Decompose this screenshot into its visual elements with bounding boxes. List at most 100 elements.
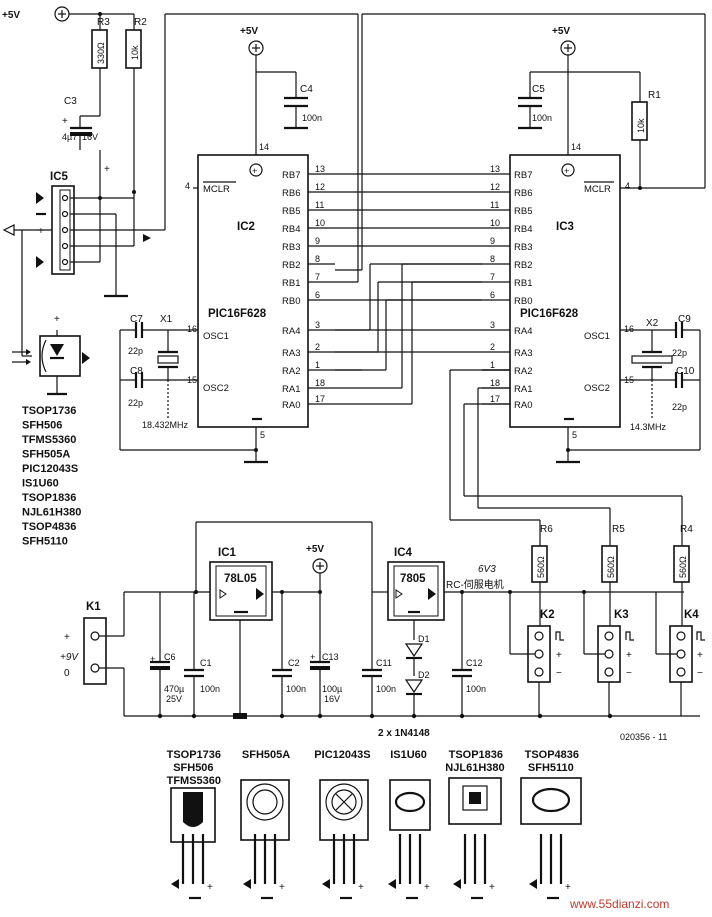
- package-1: SFH505A +: [240, 749, 290, 900]
- svg-text:+: +: [697, 650, 703, 661]
- svg-text:MCLR: MCLR: [584, 184, 611, 195]
- svg-text:R5: R5: [612, 524, 625, 535]
- svg-text:0: 0: [64, 668, 70, 679]
- package-drawings: TSOP1736SFH506TFMS5360+SFH505A+PIC12043S…: [167, 749, 582, 900]
- svg-text:D2: D2: [418, 670, 430, 680]
- regulator-ic1: IC1 78L05: [209, 547, 320, 716]
- ic2-pin-name: RA0: [282, 400, 300, 411]
- crystal-x1: C7 X1 22p C8 22p 18.432MHz: [119, 314, 268, 464]
- ic3-pin-name: RB6: [514, 188, 532, 199]
- svg-text:+5V: +5V: [306, 544, 324, 555]
- capacitor-c13: + C13 100µ 16V: [310, 592, 342, 716]
- svg-text:−: −: [556, 668, 562, 679]
- svg-text:C12: C12: [466, 658, 483, 668]
- svg-text:4: 4: [185, 181, 190, 191]
- svg-text:C4: C4: [300, 84, 313, 95]
- ic2-pin-name: RB6: [282, 188, 300, 199]
- capacitor-c2: C2 100n: [272, 592, 306, 716]
- svg-text:C7: C7: [130, 314, 143, 325]
- svg-text:100n: 100n: [200, 684, 220, 694]
- svg-text:22p: 22p: [128, 346, 143, 356]
- svg-text:+: +: [104, 164, 110, 175]
- svg-text:14.3MHz: 14.3MHz: [630, 422, 667, 432]
- svg-text:+: +: [54, 314, 60, 325]
- ic3-pin-number: 6: [490, 290, 495, 300]
- svg-text:PIC16F628: PIC16F628: [208, 308, 267, 320]
- package-label: PIC12043S: [314, 749, 370, 761]
- svg-text:D1: D1: [418, 634, 430, 644]
- svg-text:PIC16F628: PIC16F628: [520, 308, 579, 320]
- svg-text:OSC1: OSC1: [203, 331, 229, 342]
- package-label: SFH5110: [528, 762, 574, 774]
- ic2-pin-name: RA1: [282, 384, 300, 395]
- vcc-ic2: +5V C4 100n: [240, 26, 322, 130]
- svg-text:IC4: IC4: [394, 547, 413, 559]
- ic5-module: IC5 + +: [36, 13, 359, 298]
- ic2-pin-number: 6: [315, 290, 320, 300]
- svg-text:−: −: [626, 668, 632, 679]
- svg-text:+: +: [62, 116, 68, 127]
- svg-text:+: +: [38, 226, 44, 237]
- vcc-top-left: +5V: [2, 6, 134, 22]
- svg-text:R2: R2: [134, 17, 147, 28]
- ic3-pin-name: RA0: [514, 400, 532, 411]
- package-2: PIC12043S +: [314, 749, 371, 900]
- svg-text:+9V: +9V: [60, 652, 79, 663]
- sensor-type-label: NJL61H380: [22, 507, 81, 519]
- plus-sign: +: [565, 882, 571, 893]
- regulator-ic4: IC4 7805 D1 D2 2 x 1N4148 6V3 RC-伺服电机: [378, 547, 684, 739]
- svg-text:R1: R1: [648, 90, 661, 101]
- ic3-pin-number: 2: [490, 342, 495, 352]
- ic2-pin-number: 12: [315, 182, 325, 192]
- ic2-pin-name: RA2: [282, 366, 300, 377]
- svg-text:+: +: [564, 166, 569, 176]
- servo-k3: R5 560Ω K3 + −: [582, 524, 634, 716]
- plus-sign: +: [358, 882, 364, 893]
- svg-text:16: 16: [187, 324, 197, 334]
- svg-text:C2: C2: [288, 658, 300, 668]
- svg-text:C1: C1: [200, 658, 212, 668]
- svg-text:16V: 16V: [324, 694, 340, 704]
- svg-text:RC-伺服电机: RC-伺服电机: [446, 578, 504, 591]
- ic2-pin-number: 17: [315, 394, 325, 404]
- ic2-pin-number: 2: [315, 342, 320, 352]
- plus-sign: +: [424, 882, 430, 893]
- ic2-pin-number: 8: [315, 254, 320, 264]
- sensor-type-label: TSOP1836: [22, 492, 76, 504]
- ic3-pin-name: RB7: [514, 170, 532, 181]
- svg-text:6V3: 6V3: [478, 564, 496, 575]
- svg-text:100n: 100n: [376, 684, 396, 694]
- svg-text:+: +: [64, 632, 70, 643]
- svg-text:+: +: [556, 650, 562, 661]
- svg-text:C5: C5: [532, 84, 545, 95]
- ic3-pin-name: RB5: [514, 206, 532, 217]
- ic3-pin-number: 13: [490, 164, 500, 174]
- figure-code: 020356 - 11: [620, 732, 667, 742]
- svg-text:IC2: IC2: [237, 221, 255, 233]
- sensor-type-label: SFH505A: [22, 449, 70, 461]
- svg-text:+: +: [310, 652, 315, 662]
- svg-text:+: +: [150, 654, 155, 664]
- ic3-pin-number: 10: [490, 218, 500, 228]
- svg-text:C13: C13: [322, 652, 339, 662]
- resistor-r2: 10k R2: [125, 14, 147, 192]
- ic3-pin-number: 3: [490, 320, 495, 330]
- svg-text:+: +: [626, 650, 632, 661]
- capacitor-c1: C1 100n: [184, 592, 220, 716]
- svg-text:14: 14: [571, 142, 581, 152]
- plus-sign: +: [279, 882, 285, 893]
- svg-text:14: 14: [259, 142, 269, 152]
- ic3-pin-name: RA4: [514, 326, 532, 337]
- ic3-pin-name: RB4: [514, 224, 532, 235]
- ic2-pin-number: 18: [315, 378, 325, 388]
- svg-text:IC1: IC1: [218, 547, 237, 559]
- svg-text:10k: 10k: [636, 118, 646, 133]
- capacitor-c11: C11 100n: [362, 592, 396, 716]
- ic2-pin-number: 1: [315, 360, 320, 370]
- package-label: SFH505A: [242, 749, 290, 761]
- ic2-pin-name: RB1: [282, 278, 300, 289]
- sensor-list: TSOP1736SFH506TFMS5360SFH505APIC12043SIS…: [22, 405, 81, 548]
